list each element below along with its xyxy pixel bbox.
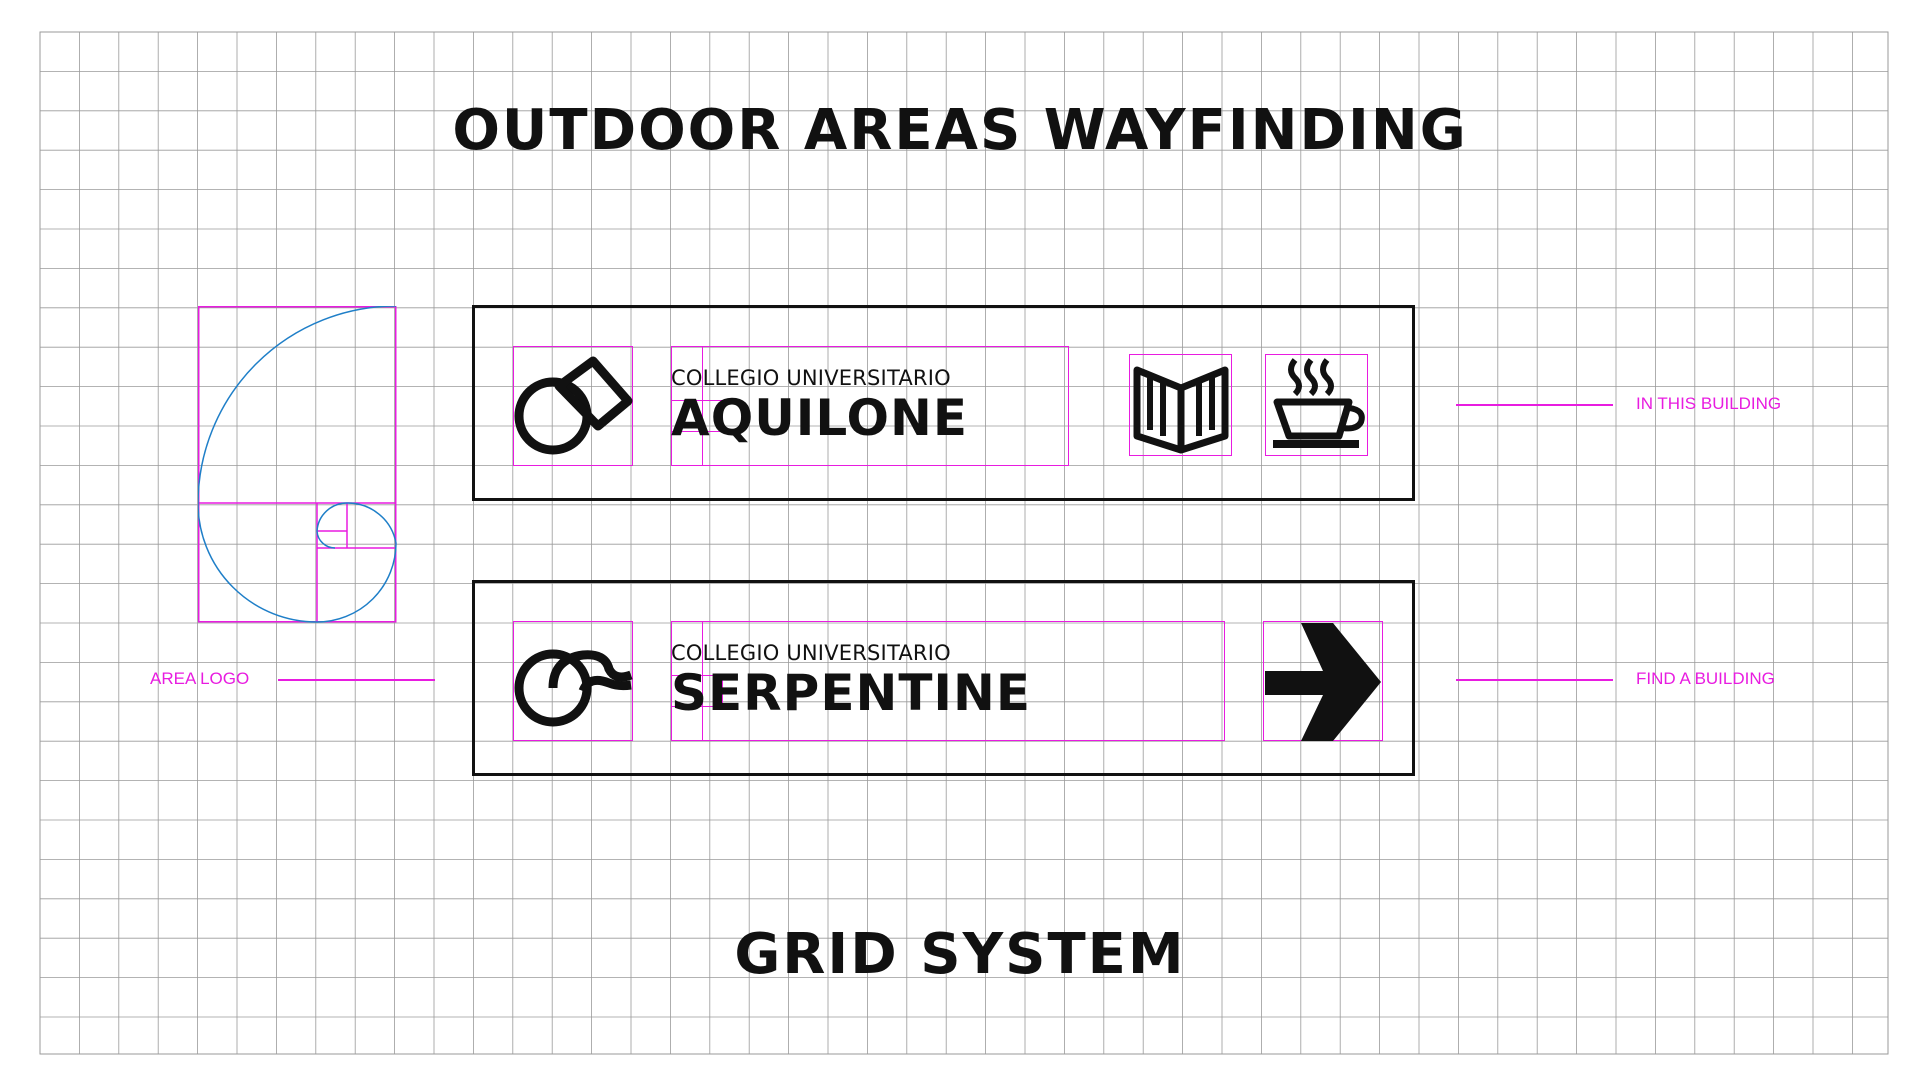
sign-subtitle: COLLEGIO UNIVERSITARIO	[671, 366, 951, 390]
sign-name: AQUILONE	[671, 389, 968, 447]
arrow-right-icon	[1265, 623, 1381, 741]
callout-leader-line	[1456, 679, 1613, 681]
grid-frame	[39, 31, 1889, 1055]
callout-find-a-building: FIND A BUILDING	[1636, 669, 1775, 688]
logo-guide-box	[513, 346, 633, 466]
sign-subtitle: COLLEGIO UNIVERSITARIO	[671, 641, 951, 665]
serpentine-logo-icon	[514, 649, 633, 727]
callout-in-this-building: IN THIS BUILDING	[1636, 394, 1782, 413]
coffee-cup-icon	[1273, 358, 1365, 448]
callout-leader-line	[1456, 404, 1613, 406]
kite-logo-icon	[514, 356, 633, 455]
page-title: OUTDOOR AREAS WAYFINDING	[452, 98, 1468, 163]
golden-frame	[198, 306, 397, 623]
text-guide-cell	[671, 675, 723, 707]
logo-guide-box	[513, 621, 633, 741]
golden-spiral	[198, 306, 397, 623]
sign-name: SERPENTINE	[671, 664, 1032, 722]
pictogram-guide-box	[1265, 354, 1368, 456]
callout-leader-line	[278, 679, 435, 681]
pictogram-guide-box	[1129, 354, 1232, 456]
sign-aquilone: COLLEGIO UNIVERSITARIO AQUILONE	[472, 305, 1415, 501]
open-book-icon	[1133, 366, 1229, 454]
text-guide-cell	[671, 400, 723, 432]
golden-ratio-diagram	[198, 306, 397, 623]
callout-area-logo: AREA LOGO	[150, 669, 250, 688]
footer-title: GRID SYSTEM	[734, 922, 1186, 987]
sign-serpentine: COLLEGIO UNIVERSITARIO SERPENTINE	[472, 580, 1415, 776]
